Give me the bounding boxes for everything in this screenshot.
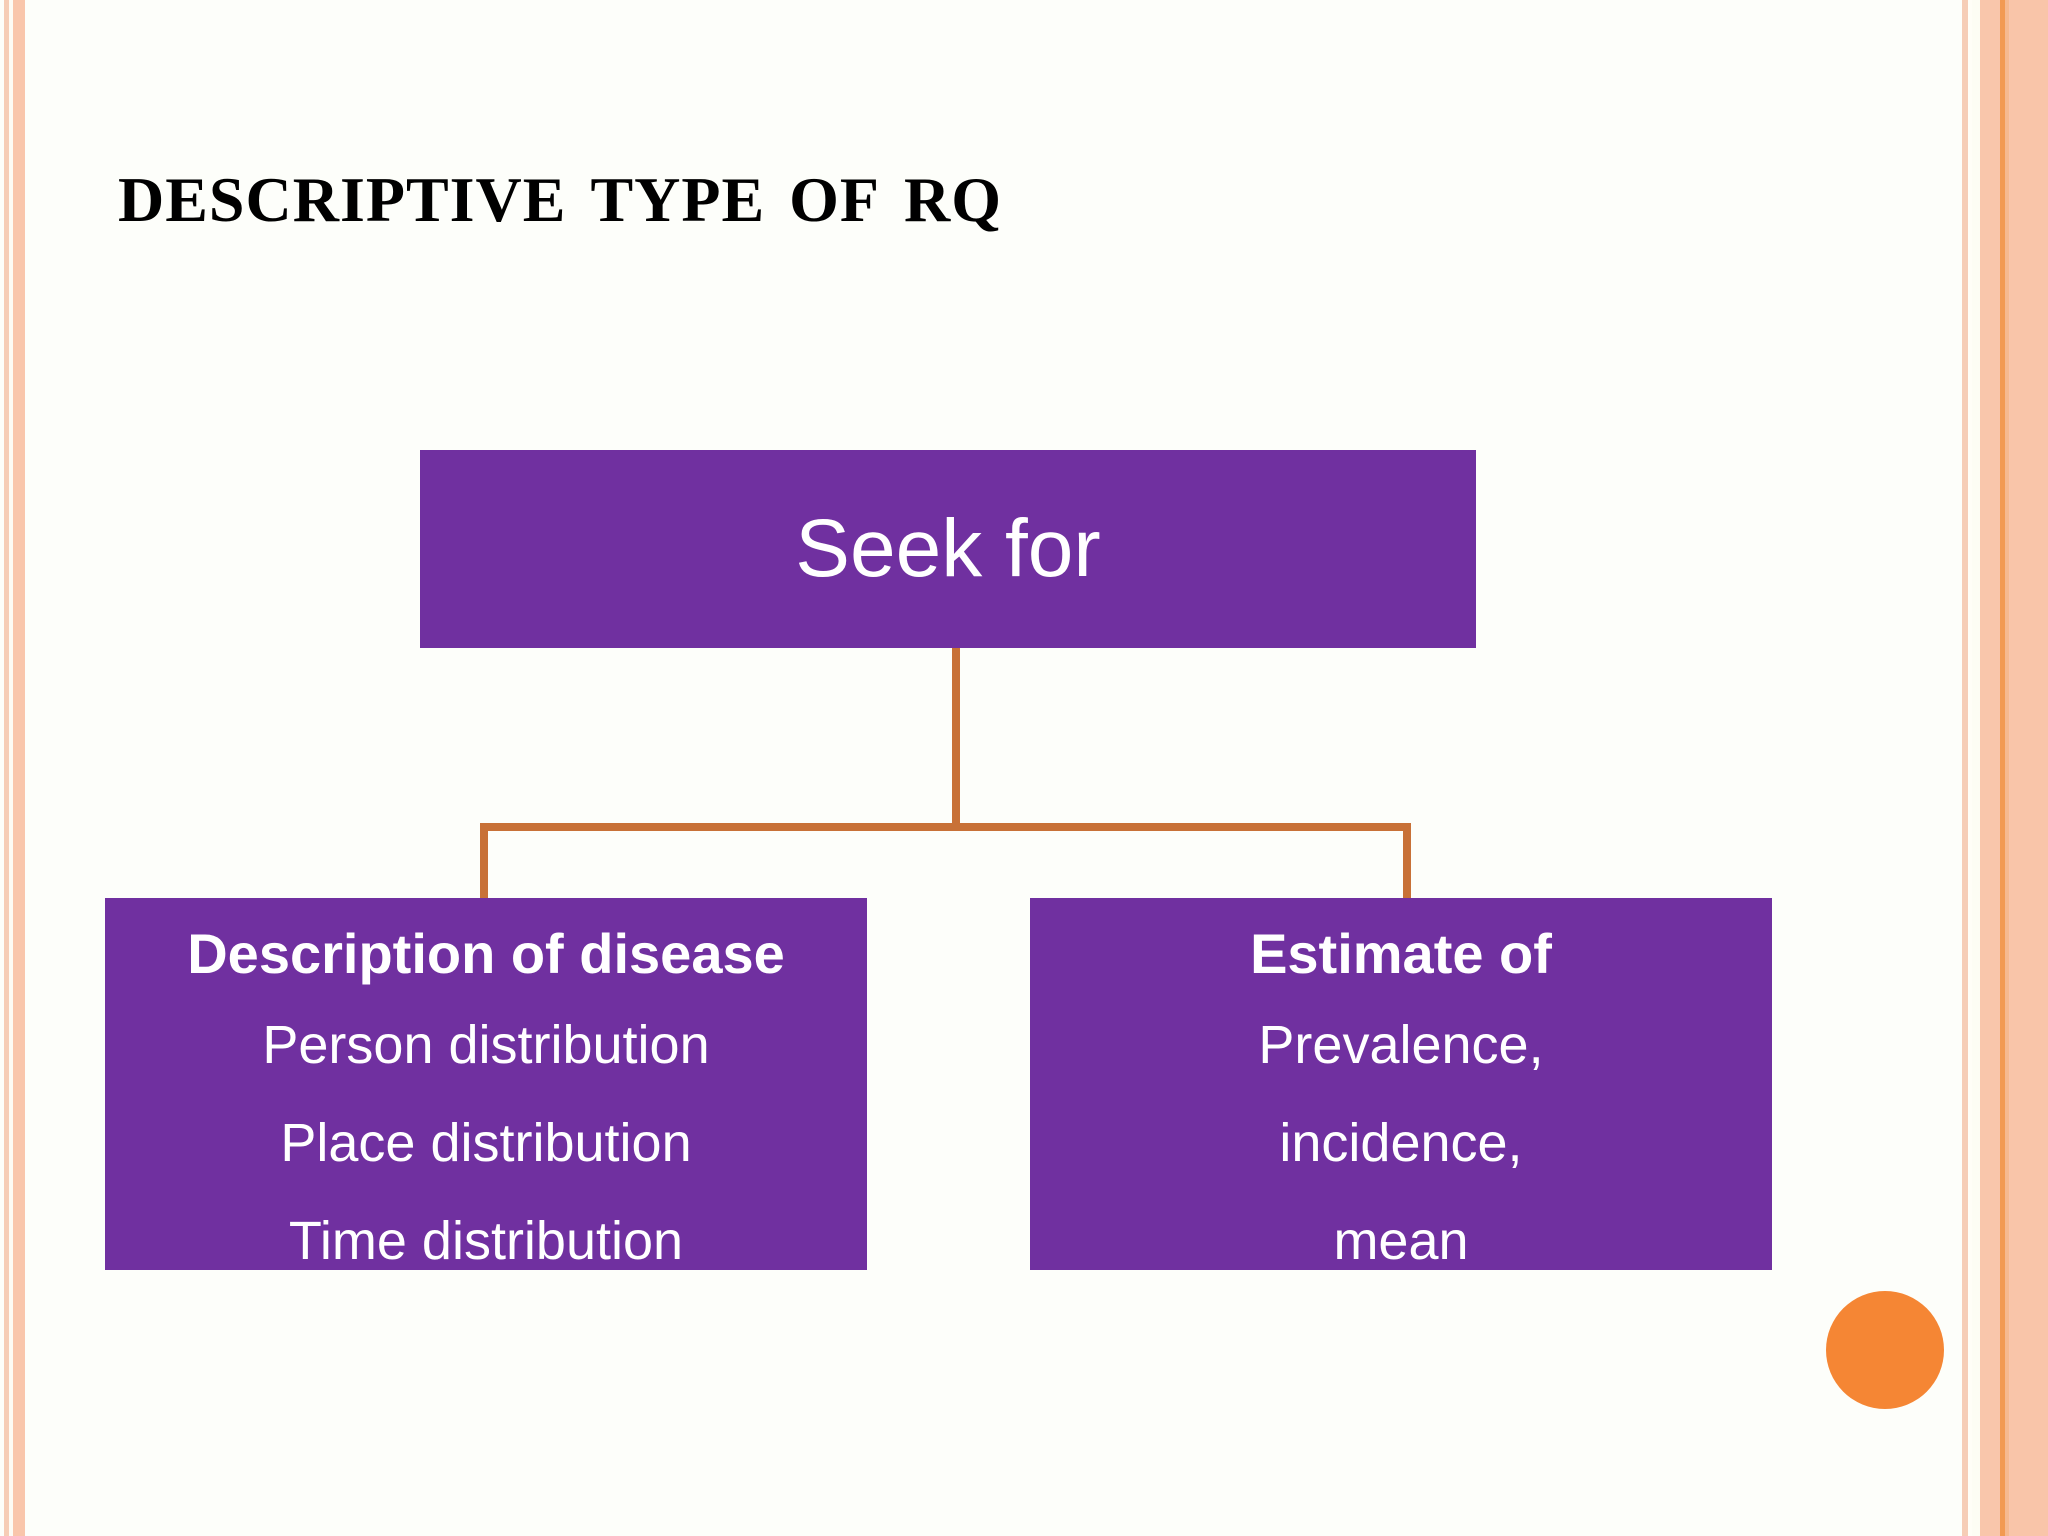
left-border-stripe-3 (13, 0, 25, 1536)
diagram-node-item: Person distribution (262, 1015, 710, 1075)
right-border-stripe-2 (1968, 0, 1972, 1536)
diagram-node-item: Time distribution (288, 1211, 684, 1271)
accent-circle-decoration (1826, 1291, 1944, 1409)
right-border-stripe-1 (1962, 0, 1968, 1536)
right-border-stripe-5 (2000, 0, 2005, 1536)
diagram-node-item: incidence, (1279, 1113, 1523, 1173)
diagram-node-estimate-of[interactable]: Estimate of Prevalence, incidence, mean (1030, 898, 1772, 1271)
diagram-node-item: Prevalence, (1258, 1015, 1544, 1075)
right-border-stripe-4 (1980, 0, 2000, 1536)
diagram-node-item: mean (1333, 1211, 1469, 1271)
left-border-stripe-1 (4, 0, 9, 1536)
diagram-node-heading: Description of disease (187, 922, 785, 985)
connector-branch-left (480, 823, 488, 898)
left-border-stripe-2 (9, 0, 13, 1536)
diagram-node-heading: Estimate of (1250, 922, 1552, 985)
right-border-stripe-3 (1972, 0, 1980, 1536)
page-title: Descriptive Type of RQ (118, 139, 1002, 241)
right-border-stripe-7 (2009, 0, 2048, 1536)
diagram-node-description-of-disease[interactable]: Description of disease Person distributi… (105, 898, 867, 1271)
right-border-stripe-6 (2005, 0, 2009, 1536)
diagram-node-root-label: Seek for (795, 503, 1101, 594)
connector-horizontal (480, 823, 1411, 831)
connector-root-stem (952, 648, 960, 830)
diagram-node-item: Place distribution (280, 1113, 692, 1173)
connector-branch-right (1403, 823, 1411, 898)
diagram-node-root[interactable]: Seek for (420, 450, 1476, 648)
